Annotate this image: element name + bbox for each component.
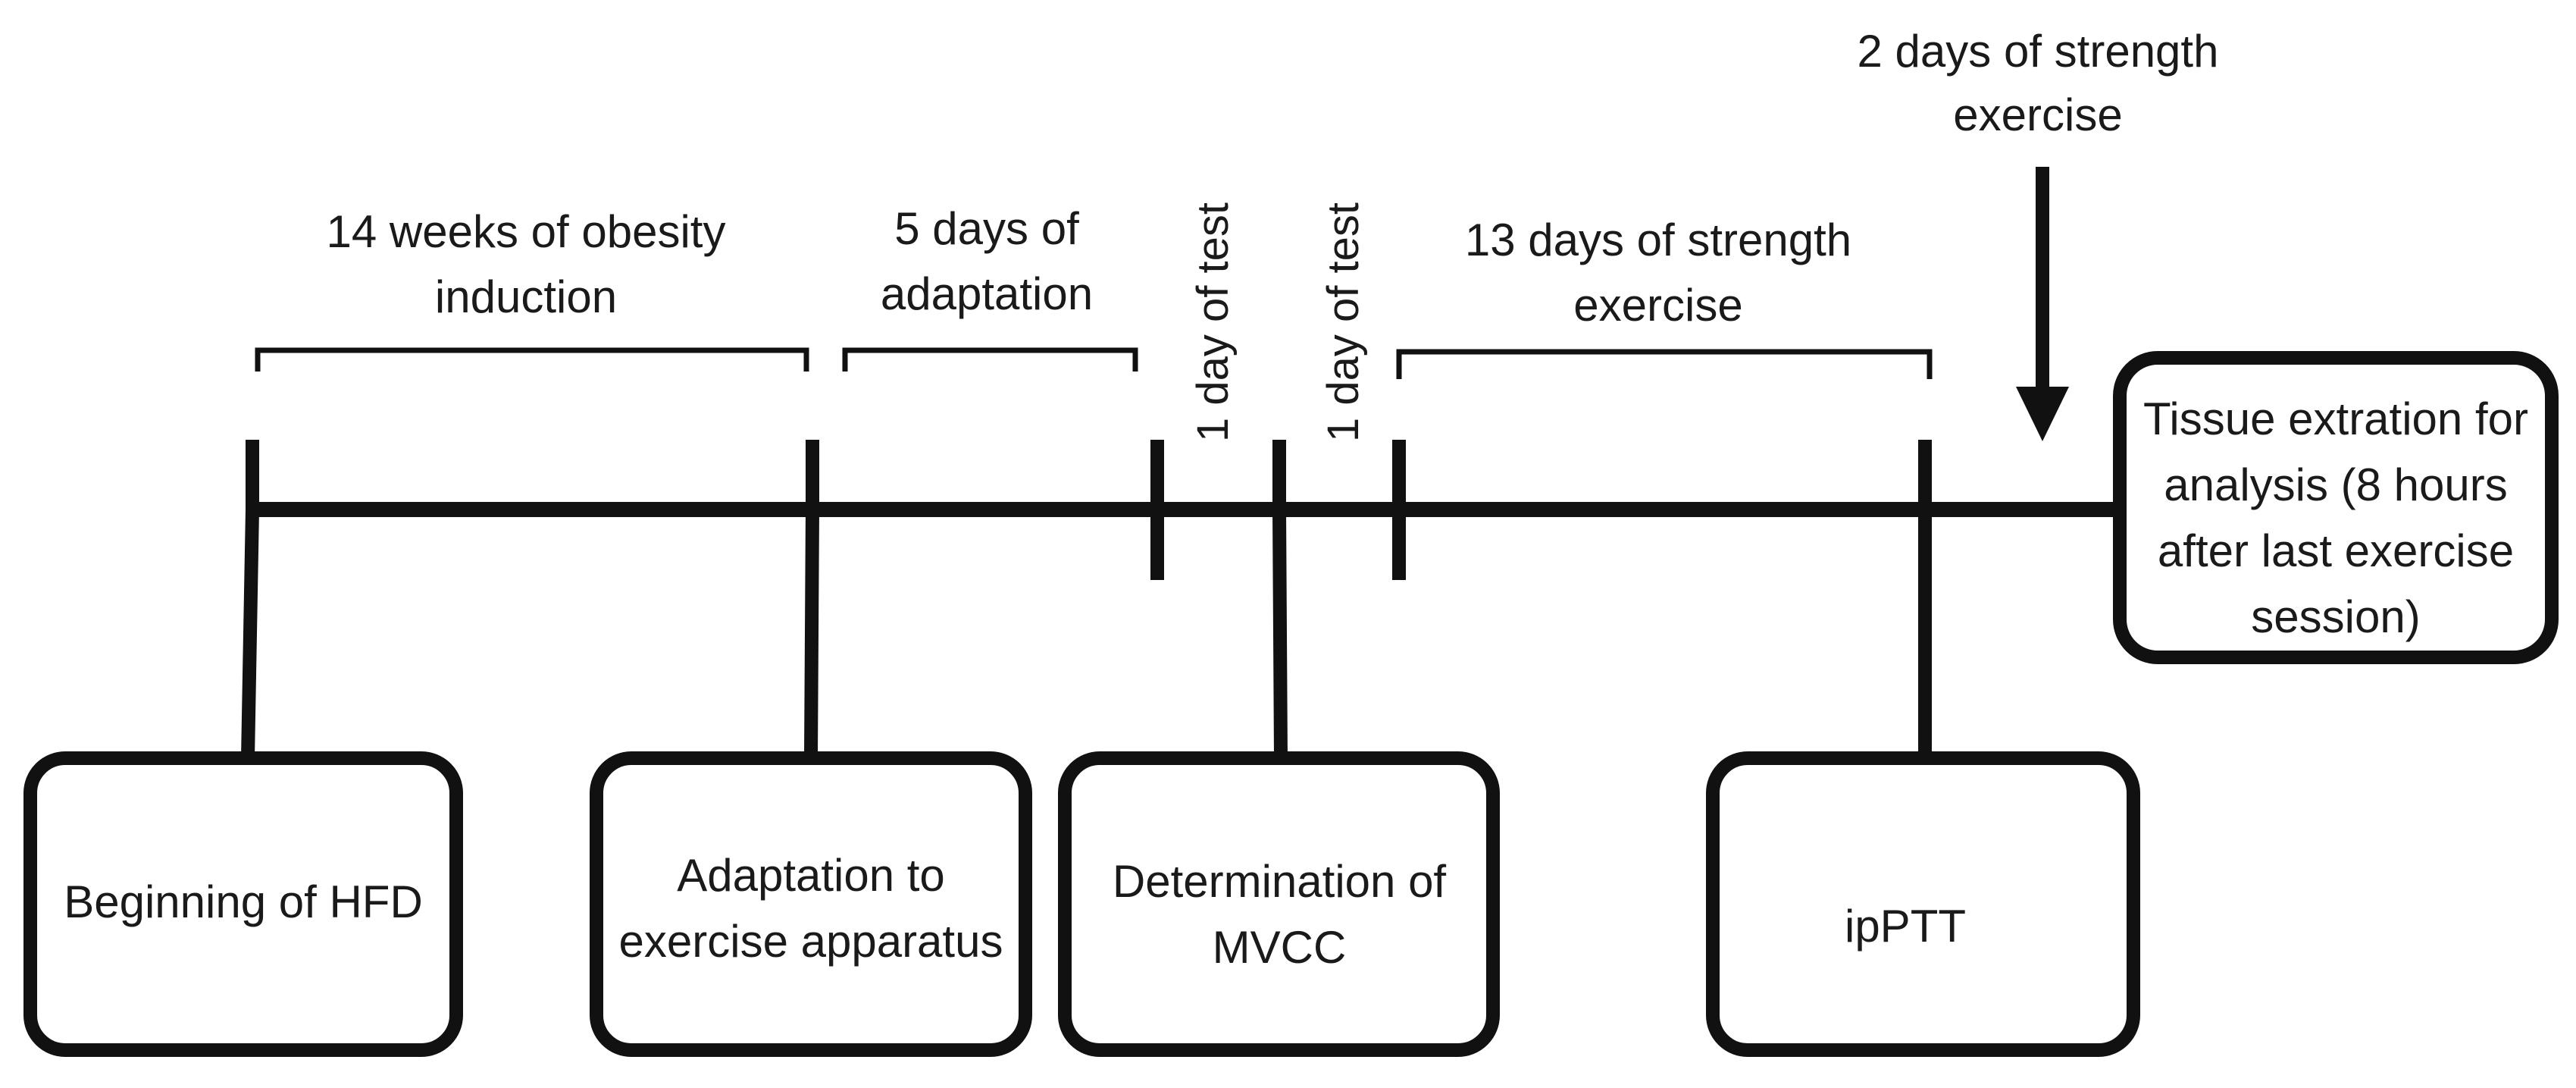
period-strength2-line1: 2 days of strength [1858, 26, 2219, 77]
event-box-ipptt [1706, 751, 2140, 1057]
event-box-tissue [2113, 351, 2559, 664]
connector-apparatus [804, 509, 819, 759]
event-apparatus-line1: Adaptation to [677, 850, 945, 901]
event-tissue-line4: session) [2251, 591, 2420, 642]
bracket-strength13 [1396, 349, 1933, 379]
period-adaptation-line2: adaptation [881, 268, 1093, 319]
period-obesity-line1: 14 weeks of obesity [327, 206, 726, 257]
period-strength13-line1: 13 days of strength [1465, 215, 1851, 265]
event-mvcc-line2: MVCC [1213, 922, 1347, 973]
event-tissue-line3: after last exercise [2158, 525, 2514, 576]
bracket-obesity [255, 347, 809, 372]
event-tissue-line1: Tissue extration for [2143, 393, 2528, 444]
period-strength13-line2: exercise [1573, 280, 1742, 331]
event-box-mvcc [1058, 751, 1500, 1057]
event-tissue-line2: analysis (8 hours [2164, 459, 2508, 510]
connector-hfd [241, 509, 259, 759]
period-obesity-line2: induction [435, 271, 617, 322]
period-adaptation-line1: 5 days of [894, 203, 1079, 254]
connector-mvcc [1272, 509, 1288, 759]
event-ipptt-line1: ipPTT [1845, 901, 1966, 952]
bracket-adaptation [842, 347, 1138, 372]
period-test2: 1 day of test [1319, 202, 1368, 442]
event-box-apparatus [590, 751, 1032, 1057]
event-mvcc-line1: Determination of [1113, 856, 1447, 907]
event-hfd-line1: Beginning of HFD [64, 876, 423, 927]
event-box-hfd [23, 751, 463, 1057]
arrow-down-icon [2016, 387, 2069, 441]
event-apparatus-line2: exercise apparatus [619, 916, 1003, 967]
period-strength2-line2: exercise [1953, 89, 2122, 140]
period-test1: 1 day of test [1188, 202, 1238, 442]
